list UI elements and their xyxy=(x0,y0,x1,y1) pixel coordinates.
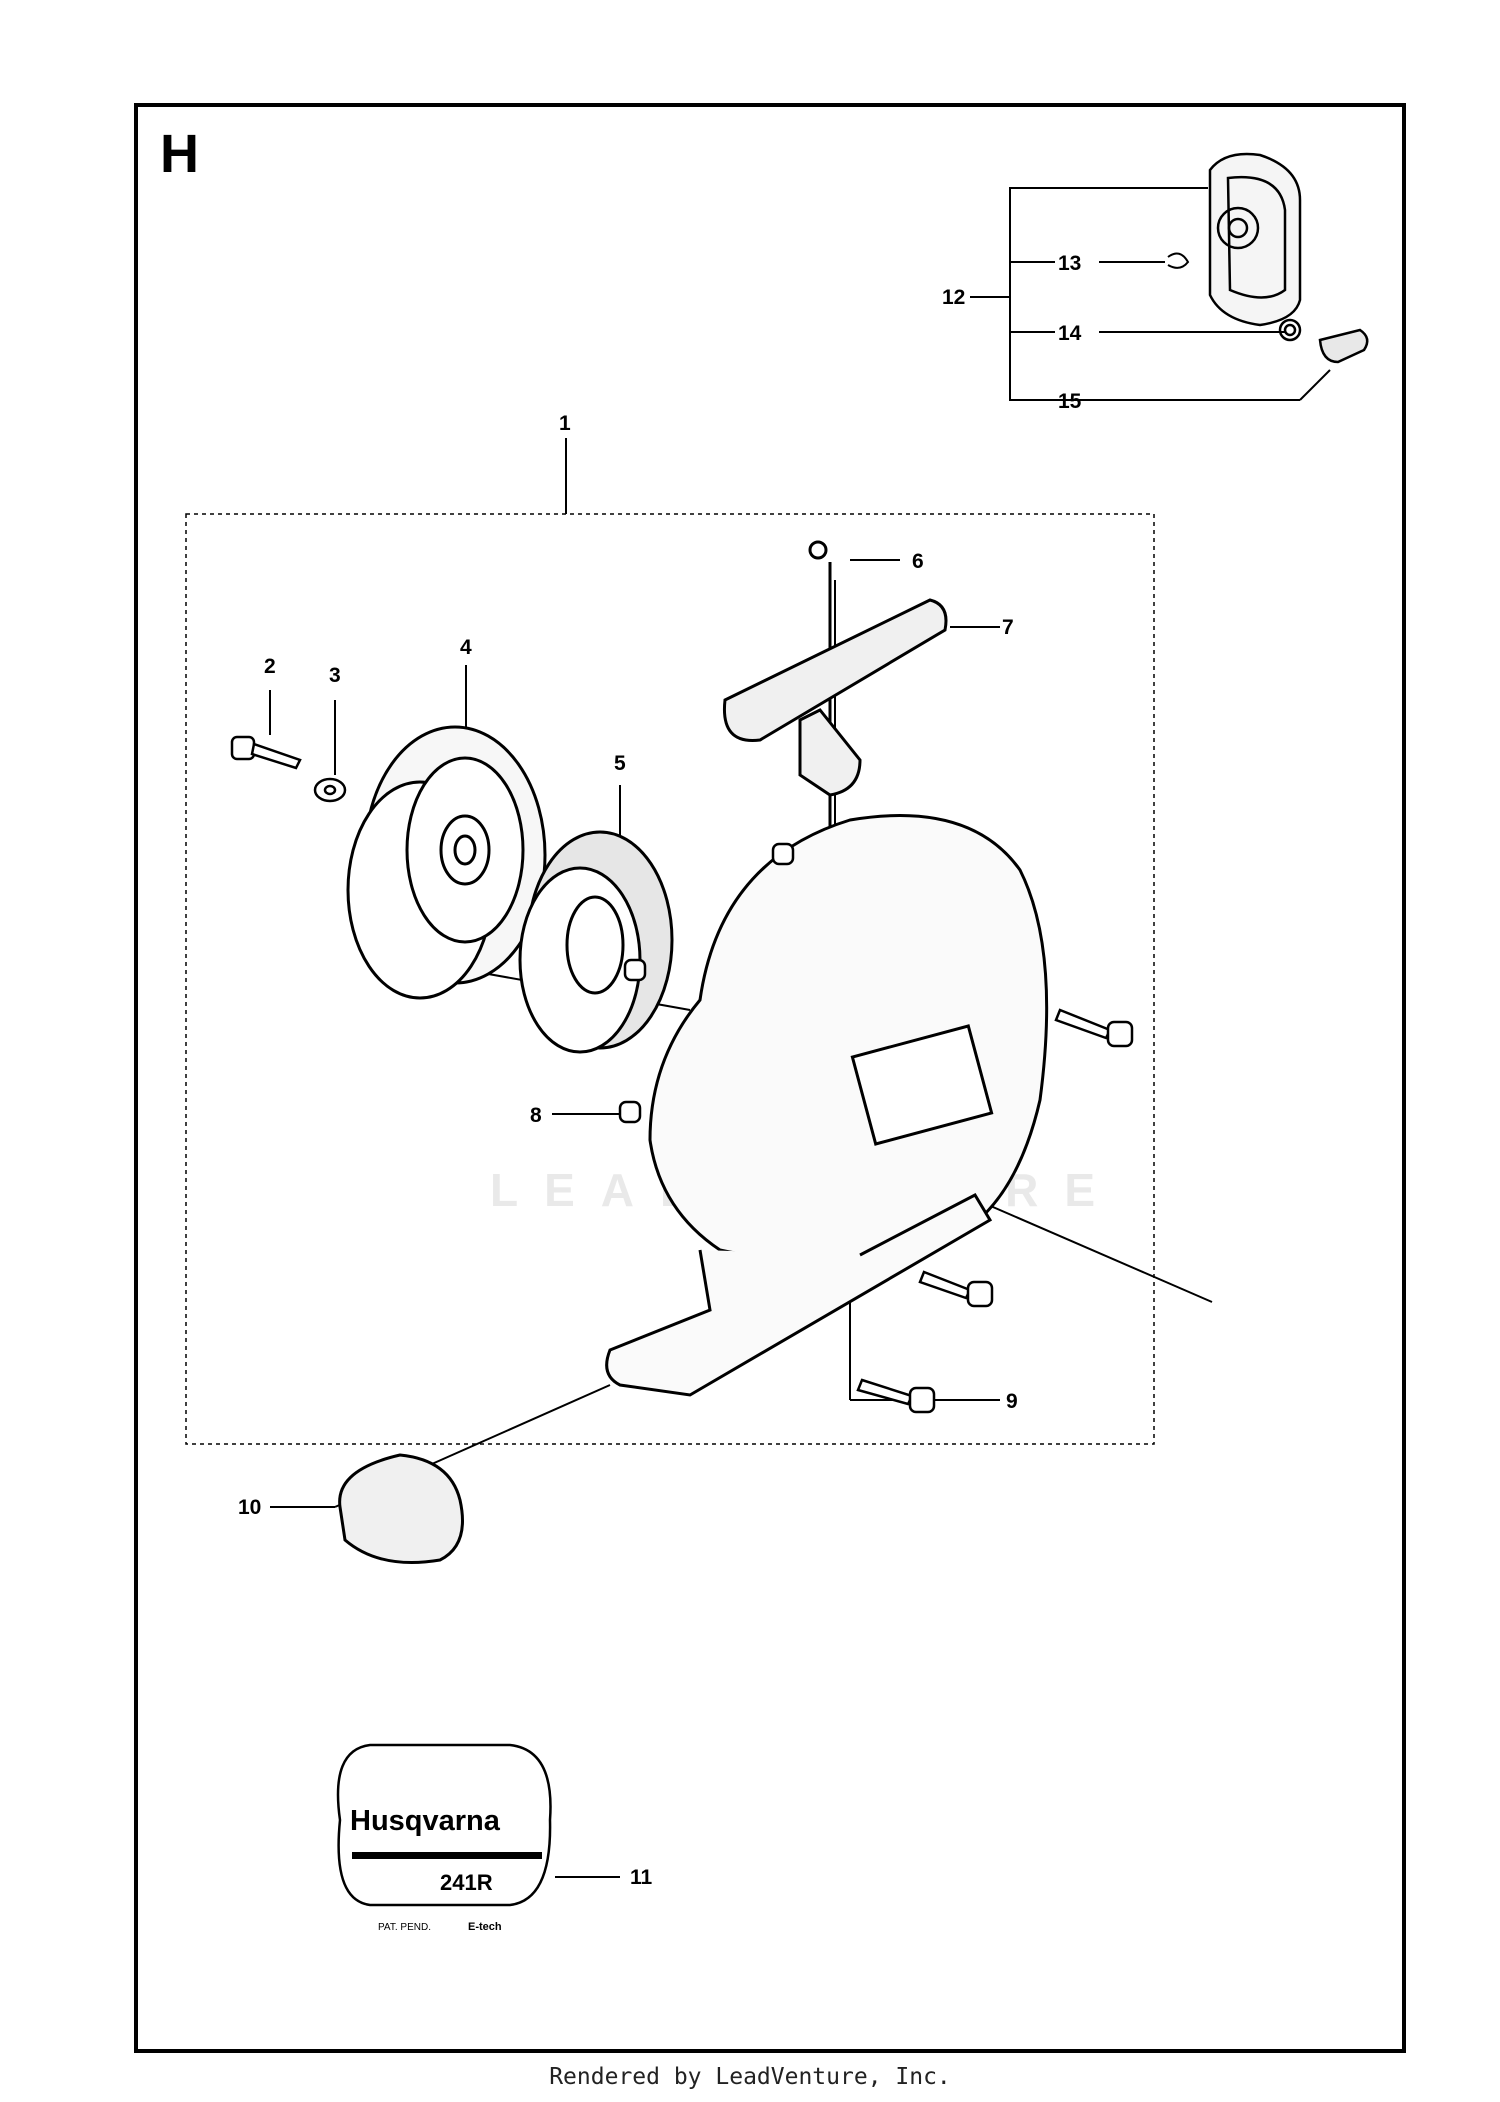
footer-credit: Rendered by LeadVenture, Inc. xyxy=(549,2064,951,2090)
assembly-group-box xyxy=(185,513,1155,1445)
decal-part-11 xyxy=(336,1743,552,1907)
decal-small-right: E-tech xyxy=(468,1921,502,1933)
decal-small-left: PAT. PEND. xyxy=(378,1922,431,1933)
cap-part-10 xyxy=(338,1453,464,1564)
recoil-spring-part-5 xyxy=(518,830,674,1054)
callout-1[interactable]: 1 xyxy=(559,412,571,435)
callout-7[interactable]: 7 xyxy=(1002,616,1014,639)
pawl-part-15 xyxy=(1318,328,1369,364)
callout-8[interactable]: 8 xyxy=(530,1104,542,1127)
callout-14[interactable]: 14 xyxy=(1058,322,1082,345)
callout-11[interactable]: 11 xyxy=(630,1866,653,1889)
section-letter: H xyxy=(160,124,199,184)
decal-model: 241R xyxy=(440,1870,493,1895)
spring-part-14 xyxy=(1278,318,1302,342)
callout-10[interactable]: 10 xyxy=(238,1496,261,1519)
starter-housing xyxy=(605,814,1049,1397)
callout-4[interactable]: 4 xyxy=(460,636,472,659)
decal-brand: Husqvarna xyxy=(350,1805,501,1837)
screw-part-9 xyxy=(856,1008,1134,1414)
callout-2[interactable]: 2 xyxy=(264,655,276,678)
screw-part-8 xyxy=(618,842,795,1124)
callout-15[interactable]: 15 xyxy=(1058,390,1082,413)
callout-13[interactable]: 13 xyxy=(1058,252,1081,275)
pulley-part-4 xyxy=(346,725,547,1000)
callout-6[interactable]: 6 xyxy=(912,550,924,573)
callout-12[interactable]: 12 xyxy=(942,286,965,309)
starter-grip-part-7 xyxy=(722,598,948,797)
clip-part-13 xyxy=(1167,252,1190,269)
diagram-frame xyxy=(134,103,1406,2053)
callout-9[interactable]: 9 xyxy=(1006,1390,1018,1413)
screw-part-2 xyxy=(230,735,302,770)
starter-cover-part-12 xyxy=(1208,152,1302,327)
group-bracket-12 xyxy=(1009,187,1208,401)
washer-part-3 xyxy=(313,777,347,803)
callout-3[interactable]: 3 xyxy=(329,664,341,687)
rope-part-6 xyxy=(808,540,832,850)
callout-5[interactable]: 5 xyxy=(614,752,626,775)
